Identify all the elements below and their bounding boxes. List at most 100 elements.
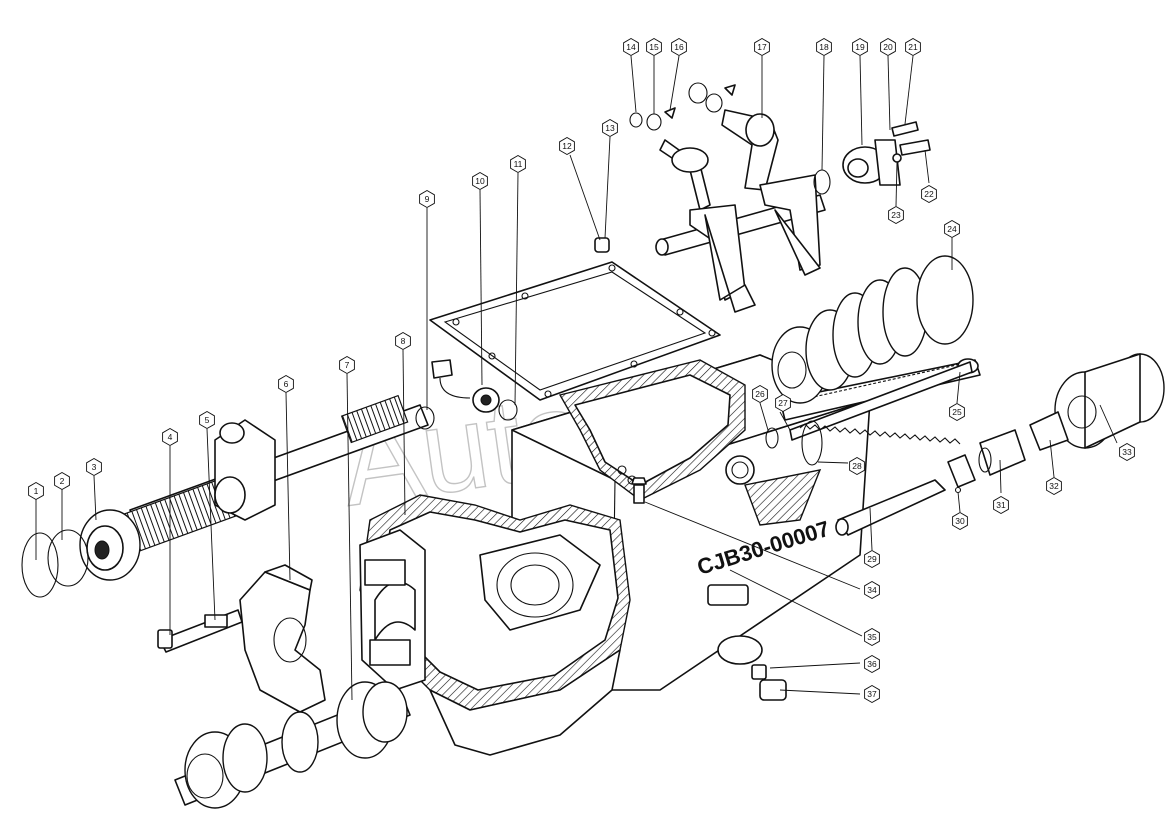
callout-label: 15 [649,42,659,52]
callout-label: 27 [778,398,788,408]
callout-21: 21 [905,37,921,57]
callout-17: 17 [754,37,770,57]
callout-hexagon [849,456,865,476]
callout-hexagon [864,549,880,569]
callout-hexagon [775,393,791,413]
callout-label: 9 [425,194,430,204]
callout-25: 25 [949,402,965,422]
callout-label: 16 [674,42,684,52]
callout-27: 27 [775,393,791,413]
callout-8: 8 [395,331,411,351]
callout-hexagon [510,154,526,174]
callout-4: 4 [162,427,178,447]
callout-16: 16 [671,37,687,57]
callout-label: 10 [475,176,485,186]
callout-30: 30 [952,511,968,531]
callout-hexagon [864,684,880,704]
callout-hexagon [28,481,44,501]
callout-label: 22 [924,189,934,199]
callout-hexagon [752,384,768,404]
callout-24: 24 [944,219,960,239]
callout-hexagon [816,37,832,57]
callout-2: 2 [54,471,70,491]
callout-hexagon [86,457,102,477]
callout-11: 11 [510,154,526,174]
callout-label: 1 [34,486,39,496]
callout-hexagon [888,205,904,225]
bearing-cap [239,564,326,713]
callout-hexagon [559,136,575,156]
callout-label: 32 [1049,481,1059,491]
callout-6: 6 [278,374,294,394]
callout-33: 33 [1119,442,1135,462]
callout-1: 1 [28,481,44,501]
callout-hexagon [993,495,1009,515]
reverse-gear [1054,353,1165,449]
callout-hexagon [671,37,687,57]
callout-label: 29 [867,554,877,564]
callout-hexagon [339,355,355,375]
callout-26: 26 [752,384,768,404]
leader-lines [35,55,1118,701]
callout-14: 14 [623,37,639,57]
callout-hexagon [864,580,880,600]
reverse-idler-parts [835,411,1069,536]
small-bolt-parts [157,609,243,653]
callout-37: 37 [864,684,880,704]
callout-hexagon [472,171,488,191]
callout-hexagon [880,37,896,57]
callout-hexagon [952,511,968,531]
callout-label: 5 [205,415,210,425]
callout-34: 34 [864,580,880,600]
callout-hexagon [278,374,294,394]
callout-hexagon [864,627,880,647]
callout-label: 20 [883,42,893,52]
callout-label: 11 [514,159,523,169]
callout-18: 18 [816,37,832,57]
callout-hexagon [944,219,960,239]
callout-label: 3 [92,462,97,472]
callout-label: 14 [626,42,636,52]
callout-hexagon [949,402,965,422]
countershaft-gear-cluster [174,681,411,809]
callout-29: 29 [864,549,880,569]
input-shaft-assembly [21,394,429,598]
callout-label: 4 [168,432,173,442]
callout-10: 10 [472,171,488,191]
callout-label: 36 [867,659,877,669]
callout-label: 30 [955,516,965,526]
callout-hexagon [864,654,880,674]
shift-fork-assembly [629,82,826,313]
callout-22: 22 [921,184,937,204]
callout-label: 8 [401,336,406,346]
callout-label: 12 [562,141,572,151]
callout-label: 34 [867,585,877,595]
callout-7: 7 [339,355,355,375]
callout-hexagon [921,184,937,204]
callout-label: 24 [947,224,957,234]
callout-19: 19 [852,37,868,57]
callout-label: 35 [867,632,877,642]
callout-hexagon [852,37,868,57]
mainshaft-gear-stack [771,255,981,421]
callout-label: 31 [996,500,1006,510]
callout-label: 19 [855,42,865,52]
callout-hexagon [646,37,662,57]
callout-hexagon [395,331,411,351]
callout-label: 7 [345,360,350,370]
callout-35: 35 [864,627,880,647]
callout-label: 26 [755,389,765,399]
cover-bolts [452,264,716,398]
callout-hexagon [602,118,618,138]
callout-23: 23 [888,205,904,225]
callout-hexagon [905,37,921,57]
callout-32: 32 [1046,476,1062,496]
callout-hexagon [1046,476,1062,496]
gearbox-housing [359,261,871,756]
callout-36: 36 [864,654,880,674]
callout-label: 18 [819,42,829,52]
callout-label: 21 [908,42,918,52]
top-cover [429,261,721,401]
callout-20: 20 [880,37,896,57]
